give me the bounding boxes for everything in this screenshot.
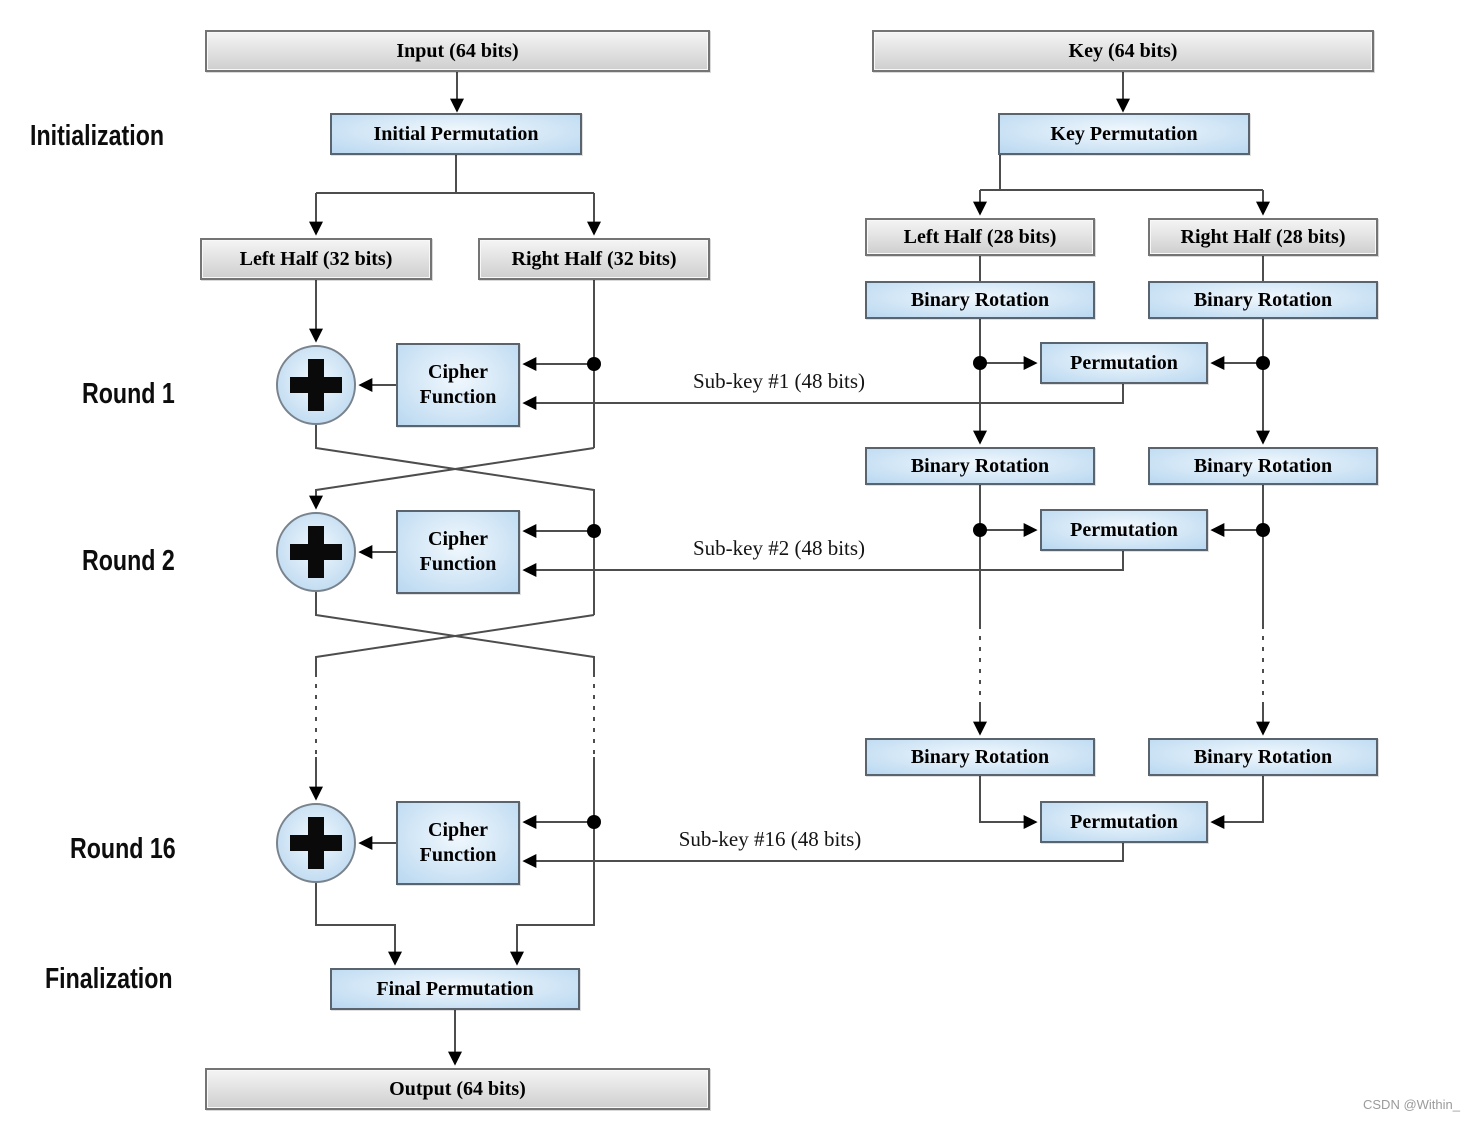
permutation-box-round-1: Permutation: [1040, 342, 1208, 384]
binary-rotation-box-right-16: Binary Rotation: [1148, 738, 1378, 776]
stage-label-round-1: Round 1: [82, 378, 175, 410]
flow-arrow: [1210, 776, 1264, 829]
cipher-function-box-round-16: Cipher Function: [396, 801, 520, 885]
junction-dot-icon: [587, 357, 601, 371]
crossover-line: [315, 614, 595, 673]
flow-arrow: [510, 757, 595, 966]
xor-plus-icon: [278, 347, 354, 423]
permutation-box-round-2: Permutation: [1040, 509, 1208, 551]
binary-rotation-box-left-1: Binary Rotation: [865, 281, 1095, 319]
junction-dot-icon: [1256, 523, 1270, 537]
left-half-28-box: Left Half (28 bits): [865, 218, 1095, 256]
flow-arrow: [315, 883, 402, 966]
junction-dots: [587, 356, 1270, 829]
stage-label-round-2: Round 2: [82, 545, 175, 577]
right-half-28-box: Right Half (28 bits): [1148, 218, 1378, 256]
key-permutation-box: Key Permutation: [998, 113, 1250, 155]
xor-plus-icon: [278, 805, 354, 881]
stage-label-finalization: Finalization: [45, 963, 173, 995]
xor-plus-icon: [278, 514, 354, 590]
crossover-line: [315, 592, 595, 673]
binary-rotation-box-left-16: Binary Rotation: [865, 738, 1095, 776]
right-half-32-box: Right Half (32 bits): [478, 238, 710, 280]
xor-circle-round-16: [276, 803, 356, 883]
subkey-2-label: Sub-key #2 (48 bits): [692, 536, 866, 560]
subkey-1-wire: [522, 384, 1124, 410]
cipher-function-box-round-2: Cipher Function: [396, 510, 520, 594]
input-box: Input (64 bits): [205, 30, 710, 72]
cipher-function-box-round-1: Cipher Function: [396, 343, 520, 427]
final-permutation-box: Final Permutation: [330, 968, 580, 1010]
stage-label-round-16: Round 16: [70, 833, 176, 865]
subkey-16-wire: [522, 843, 1124, 868]
left-half-32-box: Left Half (32 bits): [200, 238, 432, 280]
subkey-16-label: Sub-key #16 (48 bits): [678, 827, 862, 851]
flow-arrow: [979, 776, 1038, 829]
junction-dot-icon: [587, 815, 601, 829]
binary-rotation-box-right-2: Binary Rotation: [1148, 447, 1378, 485]
crossover-arrow: [309, 447, 595, 510]
junction-dot-icon: [973, 523, 987, 537]
output-box: Output (64 bits): [205, 1068, 710, 1110]
permutation-box-round-16: Permutation: [1040, 801, 1208, 843]
key-box: Key (64 bits): [872, 30, 1374, 72]
key-schedule-wires: [973, 72, 1270, 829]
initial-permutation-box: Initial Permutation: [330, 113, 582, 155]
subkey-2-wire: [522, 551, 1124, 577]
watermark: CSDN @Within_: [1363, 1097, 1460, 1112]
junction-dot-icon: [1256, 356, 1270, 370]
xor-circle-round-2: [276, 512, 356, 592]
stage-label-initialization: Initialization: [30, 120, 165, 152]
junction-dot-icon: [587, 524, 601, 538]
subkey-1-label: Sub-key #1 (48 bits): [692, 369, 866, 393]
binary-rotation-box-left-2: Binary Rotation: [865, 447, 1095, 485]
data-path-wires: [309, 72, 1124, 1066]
binary-rotation-box-right-1: Binary Rotation: [1148, 281, 1378, 319]
junction-dot-icon: [973, 356, 987, 370]
xor-circle-round-1: [276, 345, 356, 425]
